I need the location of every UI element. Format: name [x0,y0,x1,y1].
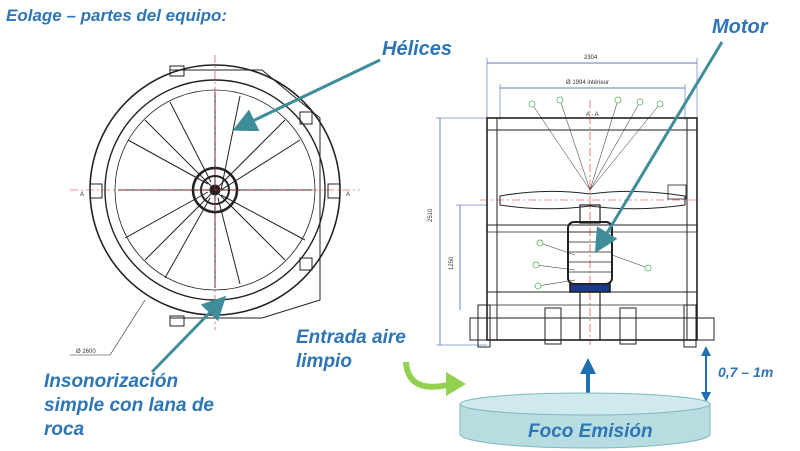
label-entrada-aire: Entrada aire limpio [296,327,406,372]
helices-arrow [232,58,381,132]
dim-inner-diameter: Ø 1994 intérieur [566,80,610,86]
dim-diameter-front: Ø 2600 [76,349,96,355]
label-insonorizacion: Insonorización simple con lana de roca [44,371,214,440]
dim-height-total: 2510 [428,208,434,222]
label-motor: Motor [712,16,768,38]
section-mark-right: A [346,192,351,198]
section-label: A - A [586,112,599,118]
inflow-arrow [403,361,453,390]
height-arrow-top [701,346,711,356]
fan-front-view [70,55,360,356]
fan-side-section [436,58,715,348]
emission-up-arrow-head [580,358,596,374]
inflow-arrow-head [446,372,466,396]
emission-source [459,392,711,449]
page-title: Eolage – partes del equipo: [6,6,228,25]
insonorizacion-arrow [150,295,227,374]
dim-width-total: 2304 [584,55,598,61]
label-foco-emision: Foco Emisión [528,421,653,442]
height-arrow-bottom [701,392,711,402]
label-helices: Hélices [382,38,453,60]
dim-height-lower: 1250 [449,256,455,270]
label-height-range: 0,7 – 1m [718,364,774,380]
motor-arrow [594,41,724,254]
section-mark-left: A [80,192,85,198]
